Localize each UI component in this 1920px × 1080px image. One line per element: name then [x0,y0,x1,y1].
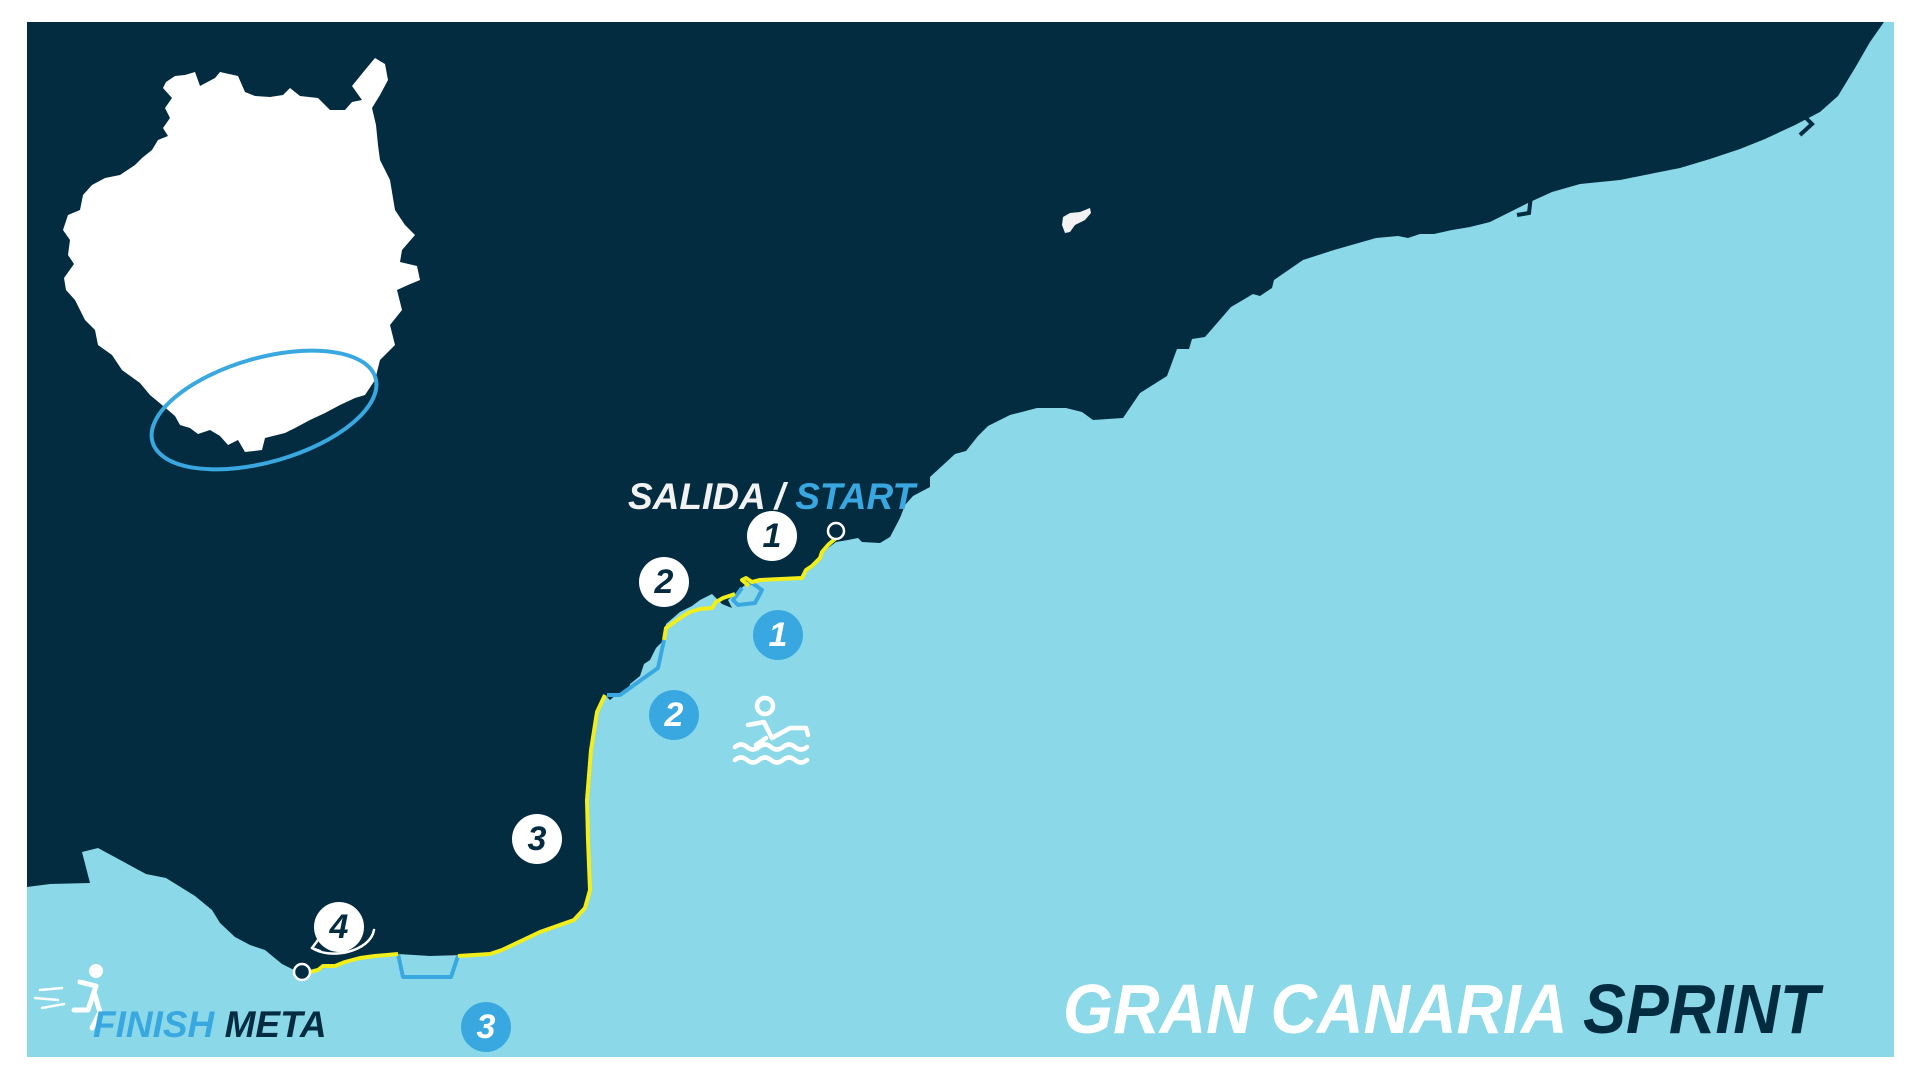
finish-point [292,962,312,982]
start-label-es: SALIDA [628,476,765,517]
swim-route-segment-2 [607,639,666,697]
course-map: SALIDA / START FINISH META GRAN CANARIA … [27,22,1894,1057]
highlight-ellipse [149,348,379,472]
swim-marker-1: 1 [753,610,803,660]
finish-label-en: FINISH [93,1004,215,1045]
title-part-2: SPRINT [1582,970,1820,1048]
runner-icon [33,964,103,1031]
islet [1062,208,1091,233]
swim-route-segment-3 [396,953,460,979]
run-marker-4: 4 [314,902,364,952]
swim-marker-3: 3 [461,1002,511,1052]
start-point [826,521,846,541]
land-mass [27,22,1884,974]
start-label-separator: / [764,476,796,517]
map-title: GRAN CANARIA SPRINT [1063,974,1819,1044]
title-part-1: GRAN CANARIA [1063,970,1566,1048]
start-label-en: START [795,476,916,517]
run-marker-1: 1 [747,511,797,561]
swimmer-icon [732,695,811,765]
start-label: SALIDA / START [628,478,915,515]
finish-label: FINISH META [93,1006,327,1043]
turnaround-arrow-icon [310,928,376,955]
run-route [301,536,838,976]
breakwater-east [1786,98,1815,137]
run-marker-3: 3 [512,814,562,864]
swim-marker-2: 2 [649,690,699,740]
finish-label-es: META [224,1004,327,1045]
map-canvas [27,22,1894,1057]
breakwater-mid [1516,186,1534,217]
run-marker-2: 2 [639,557,689,607]
